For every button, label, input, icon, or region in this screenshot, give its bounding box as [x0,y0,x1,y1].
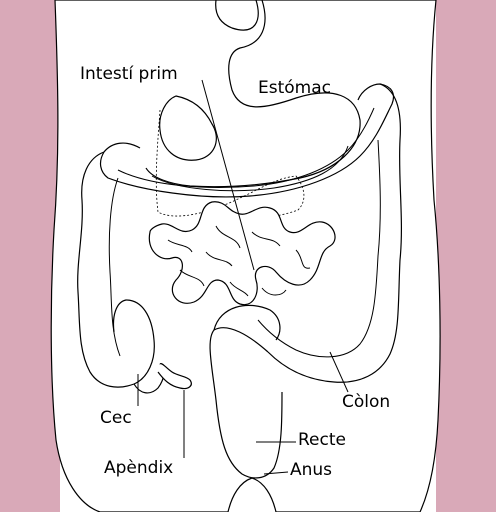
label-stomach: Estómac [258,78,331,98]
stomach-shape [145,0,361,188]
label-rectum: Recte [298,430,346,450]
leader-anus [263,471,289,475]
label-appendix: Apèndix [104,458,174,478]
small-intestine-folds [167,225,311,297]
label-anus: Anus [290,460,333,480]
duodenum [159,95,217,161]
transverse-colon [99,83,395,198]
small-intestine-loops [148,201,336,306]
sigmoid-colon [209,327,283,479]
leader-small-intestine [201,79,255,271]
label-small-intestine: Intestí prim [80,64,178,84]
label-cecum: Cec [100,408,132,428]
appendix [157,363,192,390]
label-colon: Còlon [342,392,391,412]
ascending-colon-inner [108,177,121,357]
descending-colon-inner [257,139,381,358]
skin-left [0,0,60,512]
descending-colon [267,83,403,383]
skin-right [436,0,496,512]
sigmoid-colon-top [213,304,281,341]
transverse-colon-inner [117,107,375,188]
leader-colon [329,351,349,393]
ascending-colon [77,151,155,388]
